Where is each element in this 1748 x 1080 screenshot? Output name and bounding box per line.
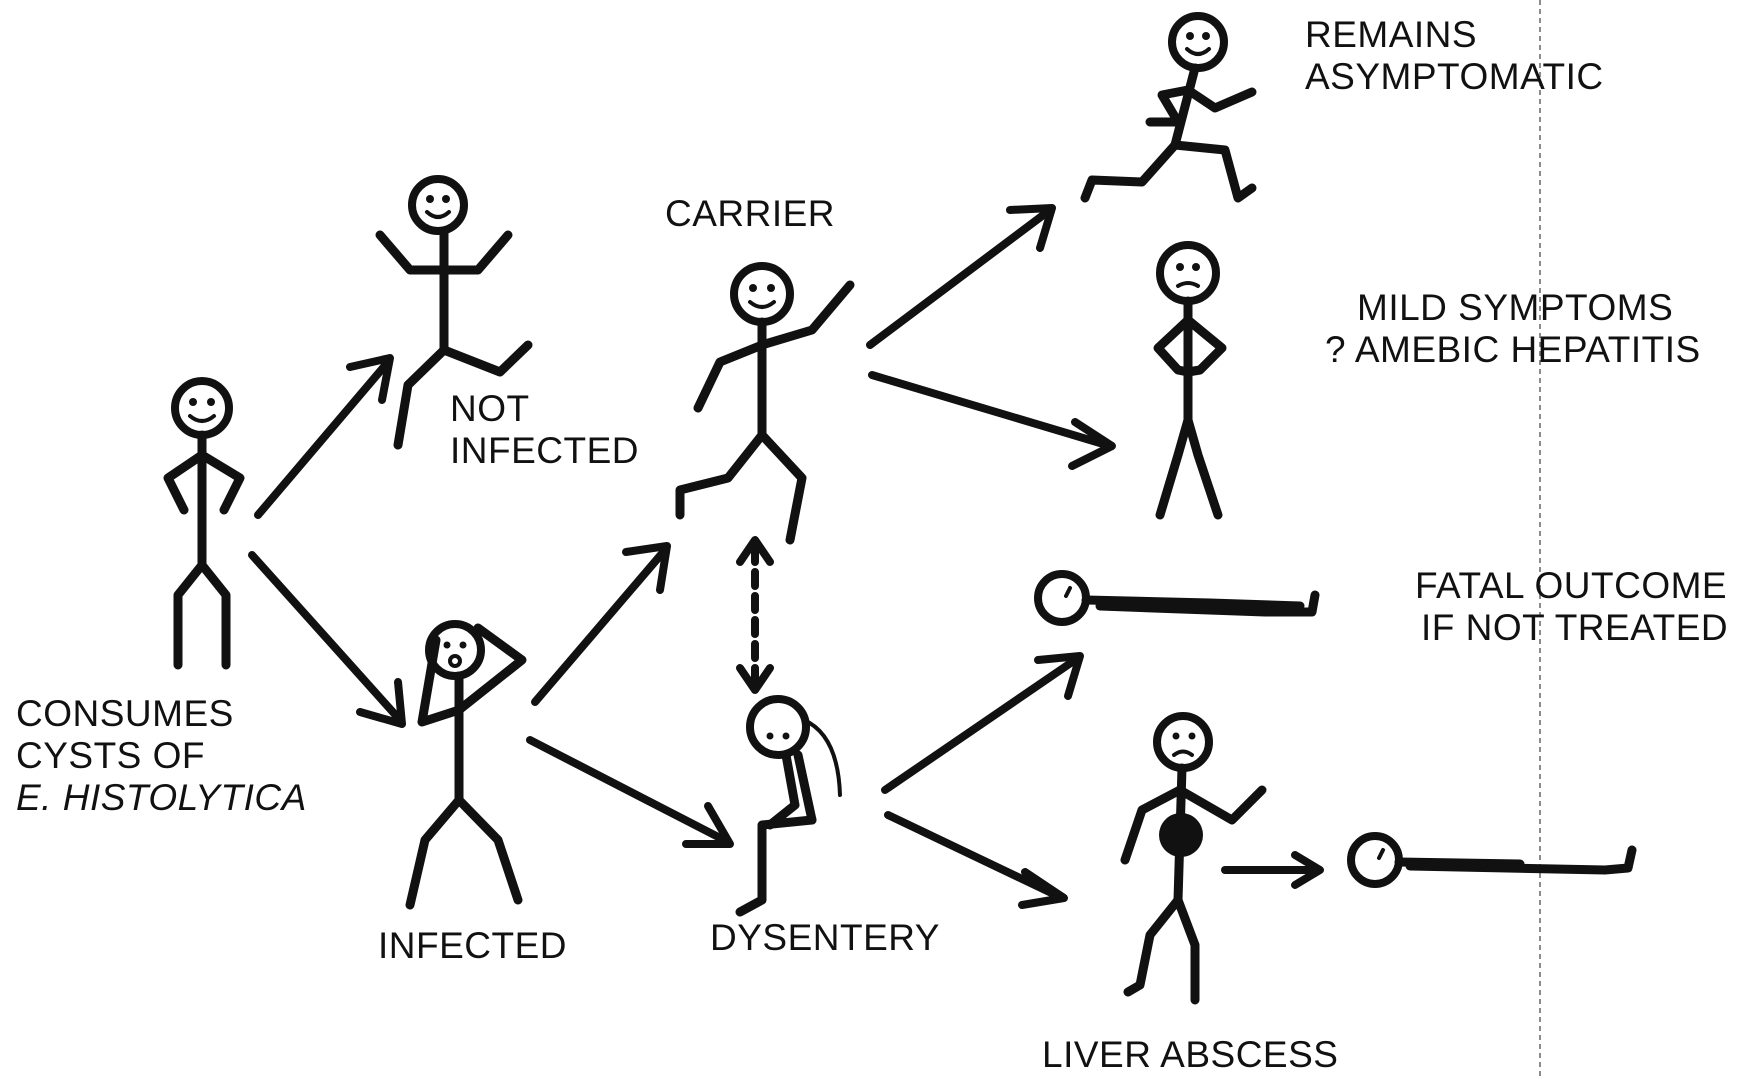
carrier-text: CARRIER bbox=[665, 193, 835, 235]
consumes-cysts-label: CONSUMES CYSTS OF E. HISTOLYTICA bbox=[16, 693, 307, 819]
infected-figure bbox=[410, 624, 522, 905]
mild-line-1: MILD SYMPTOMS bbox=[1325, 287, 1701, 329]
asymptomatic-figure bbox=[1085, 16, 1252, 198]
carrier-label: CARRIER bbox=[665, 193, 835, 235]
arrow-to-liver-abscess bbox=[888, 815, 1064, 905]
fatal-line-1: FATAL OUTCOME bbox=[1415, 565, 1728, 607]
arrow-to-carrier bbox=[535, 546, 667, 702]
fatal-outcome-label: FATAL OUTCOME IF NOT TREATED bbox=[1415, 565, 1728, 649]
remains-line-2: ASYMPTOMATIC bbox=[1305, 56, 1604, 98]
dysentery-label: DYSENTERY bbox=[710, 917, 940, 959]
remains-asymptomatic-label: REMAINS ASYMPTOMATIC bbox=[1305, 14, 1604, 98]
not-infected-line-1: NOT bbox=[450, 388, 639, 430]
consumes-line-1: CONSUMES bbox=[16, 693, 307, 735]
consumes-line-2: CYSTS OF bbox=[16, 735, 307, 777]
carrier-figure bbox=[680, 266, 850, 540]
remains-line-1: REMAINS bbox=[1305, 14, 1604, 56]
fatal-figure bbox=[1038, 574, 1315, 622]
arrow-to-dysentery bbox=[530, 740, 730, 844]
organism-label: E. HISTOLYTICA bbox=[16, 777, 307, 819]
consumer-figure bbox=[168, 381, 240, 665]
not-infected-label: NOT INFECTED bbox=[450, 388, 639, 472]
arrow-liver-to-fatal bbox=[1225, 855, 1320, 885]
liver-fatal-figure bbox=[1351, 836, 1632, 884]
mild-line-2: ? AMEBIC HEPATITIS bbox=[1325, 329, 1701, 371]
mild-symptoms-label: MILD SYMPTOMS ? AMEBIC HEPATITIS bbox=[1325, 287, 1701, 371]
arrow-to-fatal bbox=[885, 656, 1080, 790]
not-infected-line-2: INFECTED bbox=[450, 430, 639, 472]
arrow-to-not-infected bbox=[258, 358, 390, 515]
infected-text: INFECTED bbox=[378, 925, 567, 967]
dysentery-figure bbox=[740, 699, 840, 912]
dysentery-text: DYSENTERY bbox=[710, 917, 940, 959]
arrow-to-mild-symptoms bbox=[872, 375, 1112, 466]
liver-abscess-label: LIVER ABSCESS bbox=[1042, 1034, 1338, 1076]
infected-label: INFECTED bbox=[378, 925, 567, 967]
liver-abscess-text: LIVER ABSCESS bbox=[1042, 1034, 1338, 1076]
arrow-to-asymptomatic bbox=[870, 208, 1052, 345]
mild-symptoms-figure bbox=[1158, 245, 1222, 515]
liver-abscess-figure bbox=[1125, 716, 1262, 1000]
fatal-line-2: IF NOT TREATED bbox=[1415, 607, 1728, 649]
